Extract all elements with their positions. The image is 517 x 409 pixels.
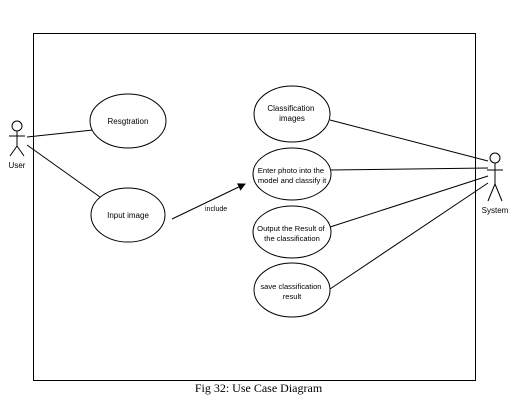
include-arrow [171, 183, 246, 220]
use-case-enter-photo-label: Enter photo into the model and classify … [258, 166, 327, 185]
association-system-save-result [329, 182, 489, 290]
user-actor-label: User [9, 161, 26, 170]
user-actor-icon [9, 120, 25, 157]
association-system-output-result [329, 175, 489, 228]
use-case-output-result-label: Output the Result of the classification [257, 224, 327, 243]
use-case-enter-photo [252, 147, 332, 201]
system-actor-icon [487, 152, 503, 202]
system-actor-label: System [482, 206, 509, 215]
use-case-save-result [253, 262, 331, 318]
system-boundary [33, 33, 476, 381]
association-system-classification-images [329, 119, 489, 162]
use-case-output-result [252, 205, 332, 259]
include-label: include [205, 206, 227, 213]
association-user-registration [26, 129, 94, 138]
use-case-input-image-label: Input image [107, 211, 149, 220]
use-case-save-result-label: save classification result [260, 282, 323, 301]
figure-caption: Fig 32: Use Case Diagram [194, 381, 323, 395]
association-user-input-image [26, 144, 101, 198]
use-case-registration [89, 93, 167, 149]
association-system-enter-photo [329, 167, 489, 171]
use-case-registration-label: Resgtration [108, 117, 149, 126]
use-case-classification-images [253, 85, 331, 143]
use-case-input-image [90, 187, 166, 243]
use-case-classification-images-label: Classification images [267, 104, 316, 123]
